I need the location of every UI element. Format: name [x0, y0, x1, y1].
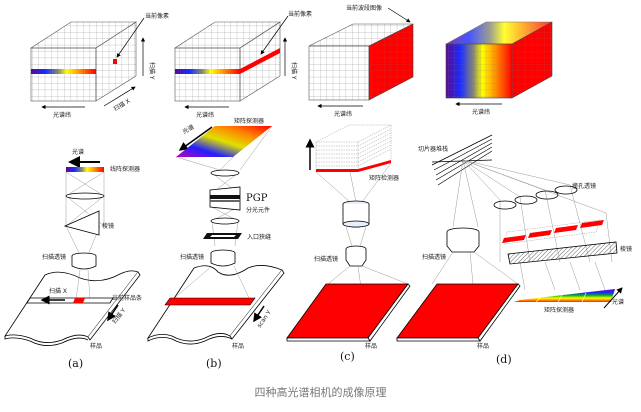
- sample-label: 样品: [477, 342, 489, 350]
- spectral-pixel-row: [31, 69, 96, 74]
- scan-lens: [71, 252, 97, 270]
- spectrum-label: 光谱: [72, 148, 84, 156]
- panel-d: 切片器堆栈 撞孔透镜 棱镜 扫描透镜: [396, 134, 632, 366]
- line-detector-label: 线阵探测器: [110, 165, 140, 173]
- current-pixel: [73, 298, 85, 303]
- scan-y-label: 扫描 Y: [148, 62, 156, 80]
- slit-segments: [502, 220, 604, 243]
- panel-b: 光谱 矩阵探测器 PGP 分光元件 入口狭缝 扫描透镜: [112, 117, 285, 370]
- matrix-detector: [176, 126, 272, 157]
- panel-c: 矩阵检测器 扫描透镜 样品 (c): [286, 124, 411, 363]
- spectral-axis-label: 光谱纬: [196, 111, 214, 119]
- cube-a: 当前像素 扫描 Y 扫描 X 光谱纬: [29, 12, 169, 119]
- slicer-stack-label: 切片器堆栈: [418, 145, 448, 153]
- current-pixel-line: [240, 48, 280, 74]
- sample-label: 样品: [365, 342, 377, 350]
- matrix-detector: [514, 289, 615, 303]
- sample-label: 样品: [90, 342, 102, 350]
- prism-label: 棱镜: [102, 222, 114, 230]
- pgp-label: PGP: [246, 193, 268, 204]
- matrix-detector-label: 矩阵检测器: [369, 174, 399, 182]
- sample-sheet: [4, 270, 139, 343]
- scan-y-label: scan Y: [256, 309, 273, 329]
- cube-c: 当前波段图像 光谱纬: [308, 4, 414, 118]
- pointer-label: 当前像素: [288, 10, 312, 18]
- current-strip-label: 当前样品条: [112, 294, 142, 302]
- dispersive-element-label: 分光元件: [246, 206, 270, 214]
- scan-lens-label: 扫描透镜: [314, 255, 338, 263]
- prism: [507, 241, 618, 265]
- objective-lens: [342, 200, 370, 228]
- pointer-label: 当前像素: [145, 12, 169, 20]
- matrix-detector: [316, 160, 391, 172]
- current-sample-strip: [164, 297, 256, 306]
- detector-stack: [315, 124, 392, 170]
- prism: [63, 210, 100, 236]
- scan-lens-label: 扫描透镜: [42, 253, 66, 261]
- panel-label: (a): [68, 357, 83, 370]
- panel-label: (d): [496, 353, 512, 366]
- spectrum-label: 光谱: [612, 298, 624, 306]
- panel-label: (c): [340, 350, 355, 363]
- scan-lens: [446, 227, 480, 253]
- current-pixel: [113, 59, 117, 64]
- figure-caption: 四种高光谱相机的成像原理: [254, 386, 387, 399]
- prism-label: 棱镜: [620, 245, 632, 253]
- entrance-slit: [203, 233, 242, 239]
- slicer-stack: [431, 134, 493, 186]
- scan-lens-label: 扫描透镜: [180, 253, 204, 261]
- entrance-slit-label: 入口狭缝: [247, 233, 271, 241]
- lens-upper: [210, 169, 240, 177]
- panel-label: (b): [206, 357, 222, 370]
- lens-lower: [210, 217, 240, 225]
- pointer-label: 当前波段图像: [346, 4, 382, 12]
- scan-lens: [210, 249, 236, 267]
- spectral-axis-label: 光谱纬: [472, 108, 490, 116]
- lens: [65, 192, 105, 200]
- pinhole-lens-label: 撞孔透镜: [572, 182, 596, 190]
- scan-x-label: 扫描 X: [49, 287, 67, 295]
- cube-b: 当前像素 扫描 Y 光谱纬: [173, 10, 312, 119]
- scan-y-label: 扫描 Y: [290, 62, 298, 80]
- spectral-axis-label: 光谱纬: [334, 110, 352, 118]
- spectrum-label: 光谱: [181, 123, 195, 136]
- spectral-axis-label: 光谱纬: [53, 111, 71, 119]
- panel-a: 光谱 线阵探测器 棱镜 扫描透镜 扫描 X 扫描 Y 样品 (a): [4, 148, 141, 370]
- line-detector: [66, 167, 104, 172]
- sample-label: 样品: [232, 342, 244, 350]
- pgp-element: [209, 186, 241, 211]
- cube-d: 光谱纬: [445, 21, 553, 116]
- pinhole-lenses: [493, 185, 578, 210]
- scan-lens: [345, 245, 367, 267]
- matrix-detector-label: 矩阵探测器: [234, 117, 264, 125]
- scan-lens-label: 扫描透镜: [422, 253, 446, 261]
- matrix-detector-label: 矩阵探测器: [544, 306, 574, 314]
